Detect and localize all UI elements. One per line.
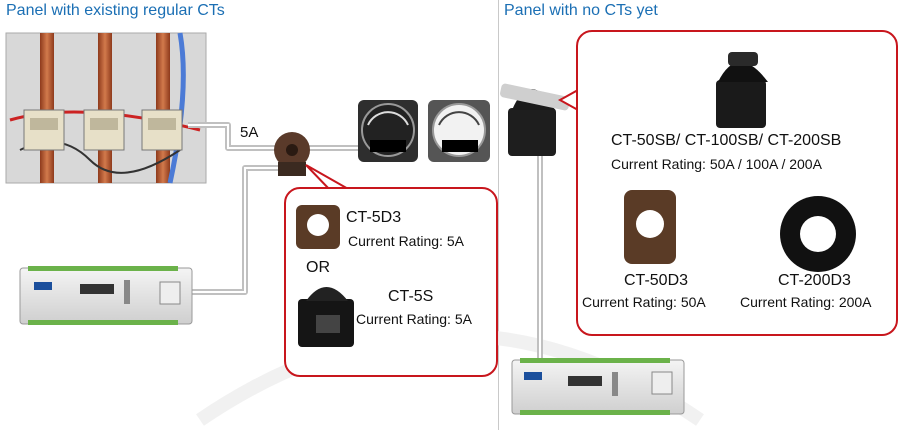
left-ct-callout: CT-5D3 Current Rating: 5A <box>284 187 498 377</box>
panel-divider <box>498 0 499 430</box>
ct-sb-image <box>716 52 768 128</box>
analog-meter-2 <box>428 100 490 162</box>
wire-current-label: 5A <box>240 124 259 141</box>
ct-5s-rating: Current Rating: 5A <box>356 311 472 327</box>
ct-200d3-name: CT-200D3 <box>778 272 851 289</box>
split-core-ct-installed <box>500 83 570 156</box>
ct-5d3-rating: Current Rating: 5A <box>348 233 464 249</box>
ct-sb-name: CT-50SB/ CT-100SB/ CT-200SB <box>611 132 842 149</box>
ct-5d3-image <box>296 205 340 249</box>
right-panel-title: Panel with no CTs yet <box>504 2 658 19</box>
ct-200d3-image <box>780 196 856 272</box>
ct-on-wire <box>274 132 310 176</box>
right-ct-callout: CT-50SB/ CT-100SB/ CT-200SB Current Rati… <box>576 30 898 336</box>
left-panel-title: Panel with existing regular CTs <box>6 2 225 19</box>
existing-ct-panel-photo <box>5 32 207 184</box>
analog-meter-1 <box>358 100 418 162</box>
or-label: OR <box>306 259 330 276</box>
ct-5d3-name: CT-5D3 <box>346 209 402 226</box>
ct-50d3-name: CT-50D3 <box>624 272 689 289</box>
power-meter-device-left <box>19 266 193 325</box>
ct-sb-rating: Current Rating: 50A / 100A / 200A <box>611 156 822 172</box>
power-meter-device-right <box>511 358 685 415</box>
ct-50d3-image <box>624 190 676 264</box>
right-callout-graphics <box>624 52 856 272</box>
ct-5s-name: CT-5S <box>388 288 434 305</box>
ct-5s-image <box>298 287 354 347</box>
ct-200d3-rating: Current Rating: 200A <box>740 294 872 310</box>
ct-50d3-rating: Current Rating: 50A <box>582 294 706 310</box>
left-callout-graphics <box>296 205 354 347</box>
